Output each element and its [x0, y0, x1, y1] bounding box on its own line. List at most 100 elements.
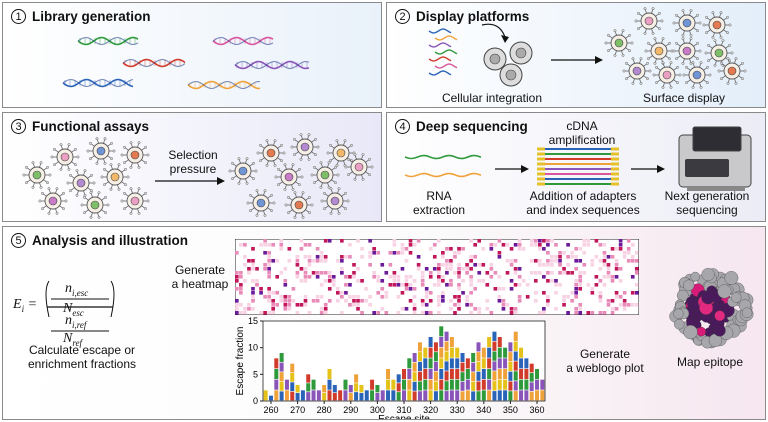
cell — [290, 133, 320, 161]
heatmap-cell — [315, 299, 320, 303]
heatmap-cell — [566, 311, 570, 315]
logo-stack — [476, 342, 481, 401]
heatmap-cell — [287, 259, 292, 263]
heatmap-cell — [412, 303, 417, 307]
heatmap-cell — [437, 283, 441, 287]
heatmap-cell — [517, 295, 522, 299]
cell — [284, 191, 314, 219]
heatmap-cell — [489, 263, 494, 267]
heatmap-cell — [311, 299, 316, 303]
heatmap-cell — [562, 303, 566, 307]
heatmap-cell — [610, 275, 615, 279]
heatmap-cell — [570, 291, 574, 295]
heatmap-cell — [428, 271, 433, 275]
heatmap-cell — [368, 251, 372, 255]
heatmap-cell — [457, 299, 461, 303]
formula-N-ref-sub: ref — [72, 337, 83, 348]
heatmap-cell — [562, 267, 566, 271]
heatmap-cell — [453, 251, 457, 255]
heatmap-cell — [598, 259, 603, 263]
heatmap-cell — [546, 239, 550, 243]
heatmap-cell — [437, 239, 441, 243]
heatmap-cell — [279, 247, 284, 251]
y-tick-label: 15 — [248, 317, 258, 326]
heatmap-cell — [295, 259, 300, 263]
adapters-label-line1: Addition of adapters — [529, 189, 637, 203]
heatmap-cell — [570, 299, 574, 303]
heatmap-cell — [469, 279, 473, 283]
heatmap-cell — [416, 263, 421, 267]
heatmap-cell — [525, 295, 530, 299]
heatmap-cell — [630, 243, 635, 247]
heatmap — [235, 239, 639, 315]
logo-stack — [503, 347, 508, 401]
surface-display-label: Surface display — [642, 91, 726, 105]
heatmap-cell — [348, 283, 352, 287]
ngs-label: Next generation sequencing — [657, 189, 757, 217]
heatmap-cell — [501, 299, 506, 303]
heatmap-cell — [598, 279, 603, 283]
heatmap-cell — [267, 255, 271, 259]
heatmap-cell — [509, 263, 514, 267]
heatmap-cell — [424, 287, 429, 291]
heatmap-cell — [449, 267, 453, 271]
heatmap-cell — [331, 283, 336, 287]
heatmap-cell — [622, 299, 627, 303]
heatmap-cell — [538, 271, 542, 275]
heatmap-cell — [457, 275, 461, 279]
heatmap-cell — [307, 311, 312, 315]
heatmap-cell — [481, 279, 486, 283]
heatmap-cell — [566, 263, 570, 267]
heatmap-cell — [598, 267, 603, 271]
heatmap-cell — [235, 311, 239, 315]
heatmap-cell — [562, 251, 566, 255]
x-tick-label: 310 — [396, 405, 411, 415]
heatmap-cell — [279, 299, 284, 303]
calculate-label: Calculate escape or enrichment fractions — [7, 343, 157, 371]
heatmap-cell — [295, 311, 300, 315]
cell — [644, 37, 674, 65]
heatmap-cell — [509, 247, 514, 251]
heatmap-cell — [505, 303, 510, 307]
heatmap-cell — [368, 303, 372, 307]
heatmap-cell — [416, 239, 421, 243]
heatmap-cell — [251, 287, 255, 291]
heatmap-cell — [457, 247, 461, 251]
heatmap-cell — [283, 307, 288, 311]
heatmap-cell — [550, 279, 554, 283]
heatmap-cell — [340, 291, 344, 295]
heatmap-cell — [279, 239, 284, 243]
logo-stack — [268, 395, 273, 401]
heatmap-cell — [465, 263, 469, 267]
logo-stack — [348, 385, 353, 401]
heatmap-cell — [295, 255, 300, 259]
logo-stack — [449, 337, 454, 401]
logo-stack — [439, 326, 444, 401]
arrow-head — [595, 56, 603, 64]
heatmap-cell — [243, 255, 247, 259]
heatmap-cell — [538, 243, 542, 247]
heatmap-cell — [352, 295, 356, 299]
heatmap-cell — [267, 287, 271, 291]
heatmap-cell — [578, 275, 583, 279]
heatmap-cell — [441, 295, 445, 299]
heatmap-cell — [622, 255, 627, 259]
heatmap-cell — [412, 279, 417, 283]
dna-helix — [122, 58, 186, 68]
heatmap-cell — [493, 243, 498, 247]
cell — [634, 7, 664, 35]
heatmap-cell — [614, 307, 619, 311]
ngs-label-line1: Next generation — [664, 189, 750, 203]
heatmap-cell — [481, 247, 486, 251]
heatmap-cell — [457, 303, 461, 307]
protein-atom — [717, 284, 732, 299]
heatmap-cell — [299, 303, 304, 307]
heatmap-cell — [283, 283, 288, 287]
heatmap-cell — [327, 287, 332, 291]
panel-title: 3 Functional assays — [11, 119, 149, 134]
heatmap-cell — [566, 255, 570, 259]
heatmap-cell — [457, 295, 461, 299]
heatmap-cell — [461, 279, 465, 283]
heatmap-cell — [428, 299, 433, 303]
heatmap-cell — [267, 295, 271, 299]
